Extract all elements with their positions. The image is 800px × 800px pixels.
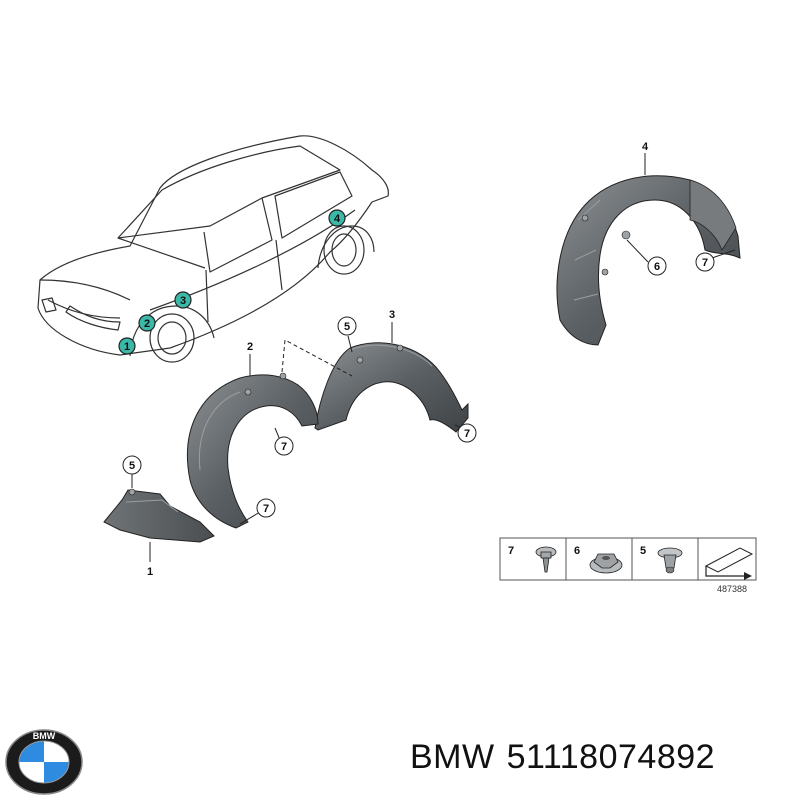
svg-text:2: 2 <box>144 318 150 330</box>
part-3-wheel-liner <box>314 342 469 433</box>
callout-7-c: 7 <box>274 436 294 456</box>
part-number: 51118074892 <box>506 738 716 776</box>
callout-7-b: 7 <box>457 423 477 443</box>
fastener-legend: 7 6 5 <box>499 537 757 581</box>
legend-num-7: 7 <box>508 545 514 557</box>
leader-7-a <box>711 249 736 259</box>
label-3: 3 <box>389 309 395 321</box>
leader-7-d <box>239 511 261 525</box>
assembly-dash-line <box>281 339 353 377</box>
label-2: 2 <box>247 341 253 353</box>
part-2-front-wheel-liner <box>186 372 319 529</box>
svg-text:7: 7 <box>464 428 470 440</box>
callout-6: 6 <box>647 256 667 276</box>
car-outline <box>37 135 389 363</box>
svg-text:7: 7 <box>263 503 269 515</box>
brand-name: BMW <box>410 738 495 776</box>
car-callout-4: 4 <box>328 209 346 227</box>
callout-7-a: 7 <box>695 252 715 272</box>
car-callout-3: 3 <box>174 291 192 309</box>
svg-text:5: 5 <box>129 460 135 472</box>
svg-text:5: 5 <box>344 321 350 333</box>
callout-7-d: 7 <box>256 498 276 518</box>
svg-text:3: 3 <box>180 295 186 307</box>
svg-text:7: 7 <box>281 441 287 453</box>
leader-5-a <box>347 335 353 353</box>
label-1: 1 <box>147 566 153 578</box>
part-1-front-section <box>103 488 215 543</box>
screw-icon <box>535 546 557 573</box>
leader-6 <box>626 239 649 263</box>
svg-text:7: 7 <box>702 257 708 269</box>
legend-num-6: 6 <box>574 545 580 557</box>
rivet-icon <box>657 547 683 574</box>
svg-text:4: 4 <box>334 213 341 225</box>
car-callout-2: 2 <box>138 314 156 332</box>
svg-text:1: 1 <box>124 341 130 353</box>
svg-text:6: 6 <box>654 261 660 273</box>
direction-arrow-icon <box>704 547 754 580</box>
svg-text:BMW: BMW <box>33 731 56 741</box>
legend-num-5: 5 <box>640 545 646 557</box>
callout-5-a: 5 <box>337 316 357 336</box>
car-callout-1: 1 <box>118 337 136 355</box>
bmw-logo: BMW <box>5 729 83 795</box>
diagram-id: 487388 <box>717 584 747 594</box>
label-4: 4 <box>642 141 649 153</box>
part-4-rear-wheel-liner <box>556 175 741 346</box>
callout-5-b: 5 <box>122 455 142 475</box>
nut-icon <box>589 553 623 574</box>
footer-part-label: BMW 51118074892 <box>410 738 727 777</box>
